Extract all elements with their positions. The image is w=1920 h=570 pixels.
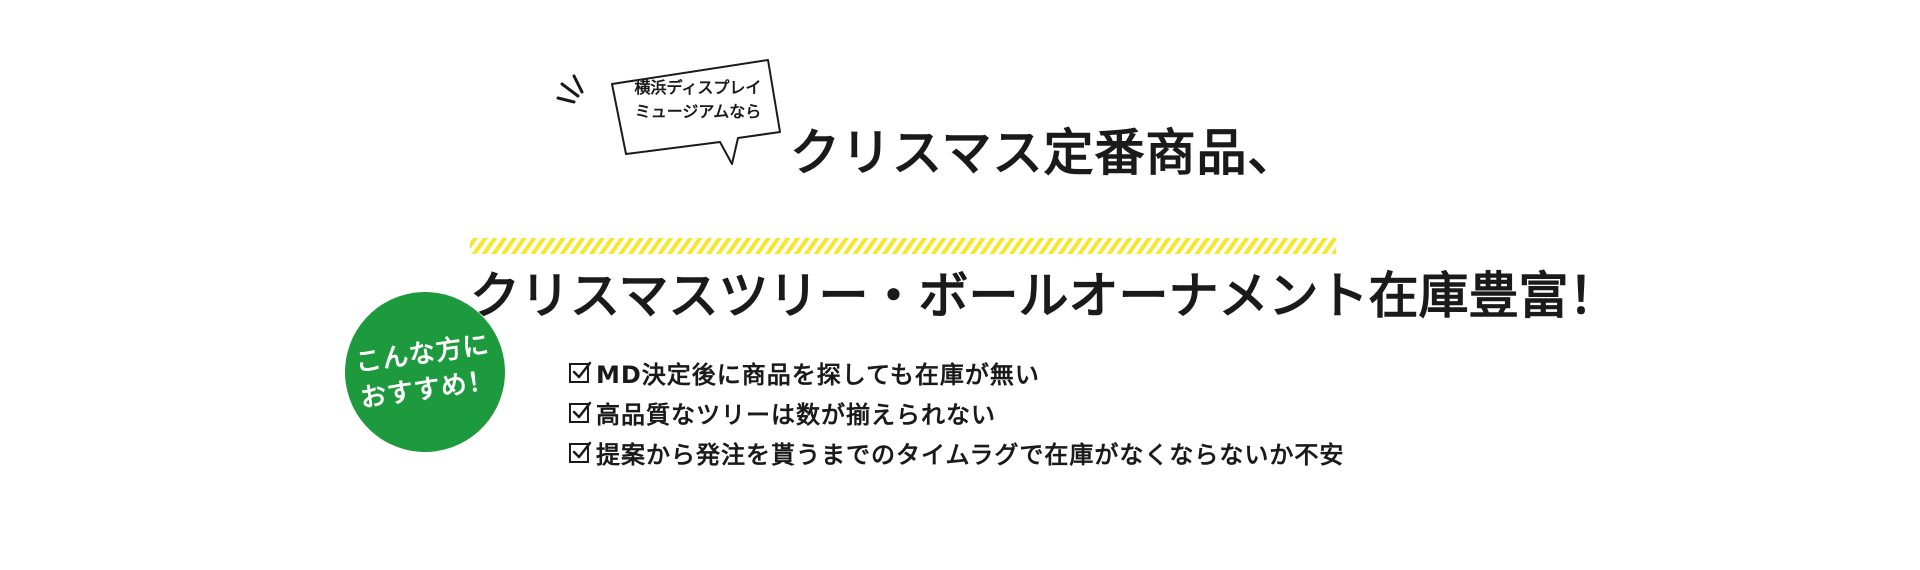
list-item: 提案から発注を貰うまでのタイムラグで在庫がなくならないか不安 [568, 432, 1344, 472]
list-item-text: 提案から発注を貰うまでのタイムラグで在庫がなくならないか不安 [596, 440, 1345, 469]
list-item: 高品質なツリーは数が揃えられない [568, 392, 1344, 432]
checkbox-checked-icon [568, 360, 592, 384]
checkbox-checked-icon [568, 400, 592, 424]
bubble-line-2: ミュージアムなら [634, 102, 762, 121]
list-item-text: MD決定後に商品を探しても在庫が無い [596, 360, 1040, 389]
list-item: MD決定後に商品を探しても在庫が無い [568, 352, 1344, 392]
headline-line-1: クリスマス定番商品、 [790, 124, 1299, 182]
list-item-text: 高品質なツリーは数が揃えられない [596, 400, 996, 429]
headline: クリスマス定番商品、 クリスマスツリー・ボールオーナメント在庫豊富！ [470, 118, 1620, 325]
bubble-text: 横浜ディスプレイ ミュージアムなら [618, 76, 778, 124]
bubble-line-1: 横浜ディスプレイ [634, 78, 762, 97]
emphasis-lines-icon [556, 74, 596, 118]
checklist: MD決定後に商品を探しても在庫が無い 高品質なツリーは数が揃えられない 提案から… [568, 352, 1344, 472]
speech-bubble: 横浜ディスプレイ ミュージアムなら [608, 58, 783, 166]
highlight-marker [470, 238, 1336, 254]
checkbox-checked-icon [568, 440, 592, 464]
headline-line-2: クリスマスツリー・ボールオーナメント在庫豊富！ [470, 267, 1619, 325]
